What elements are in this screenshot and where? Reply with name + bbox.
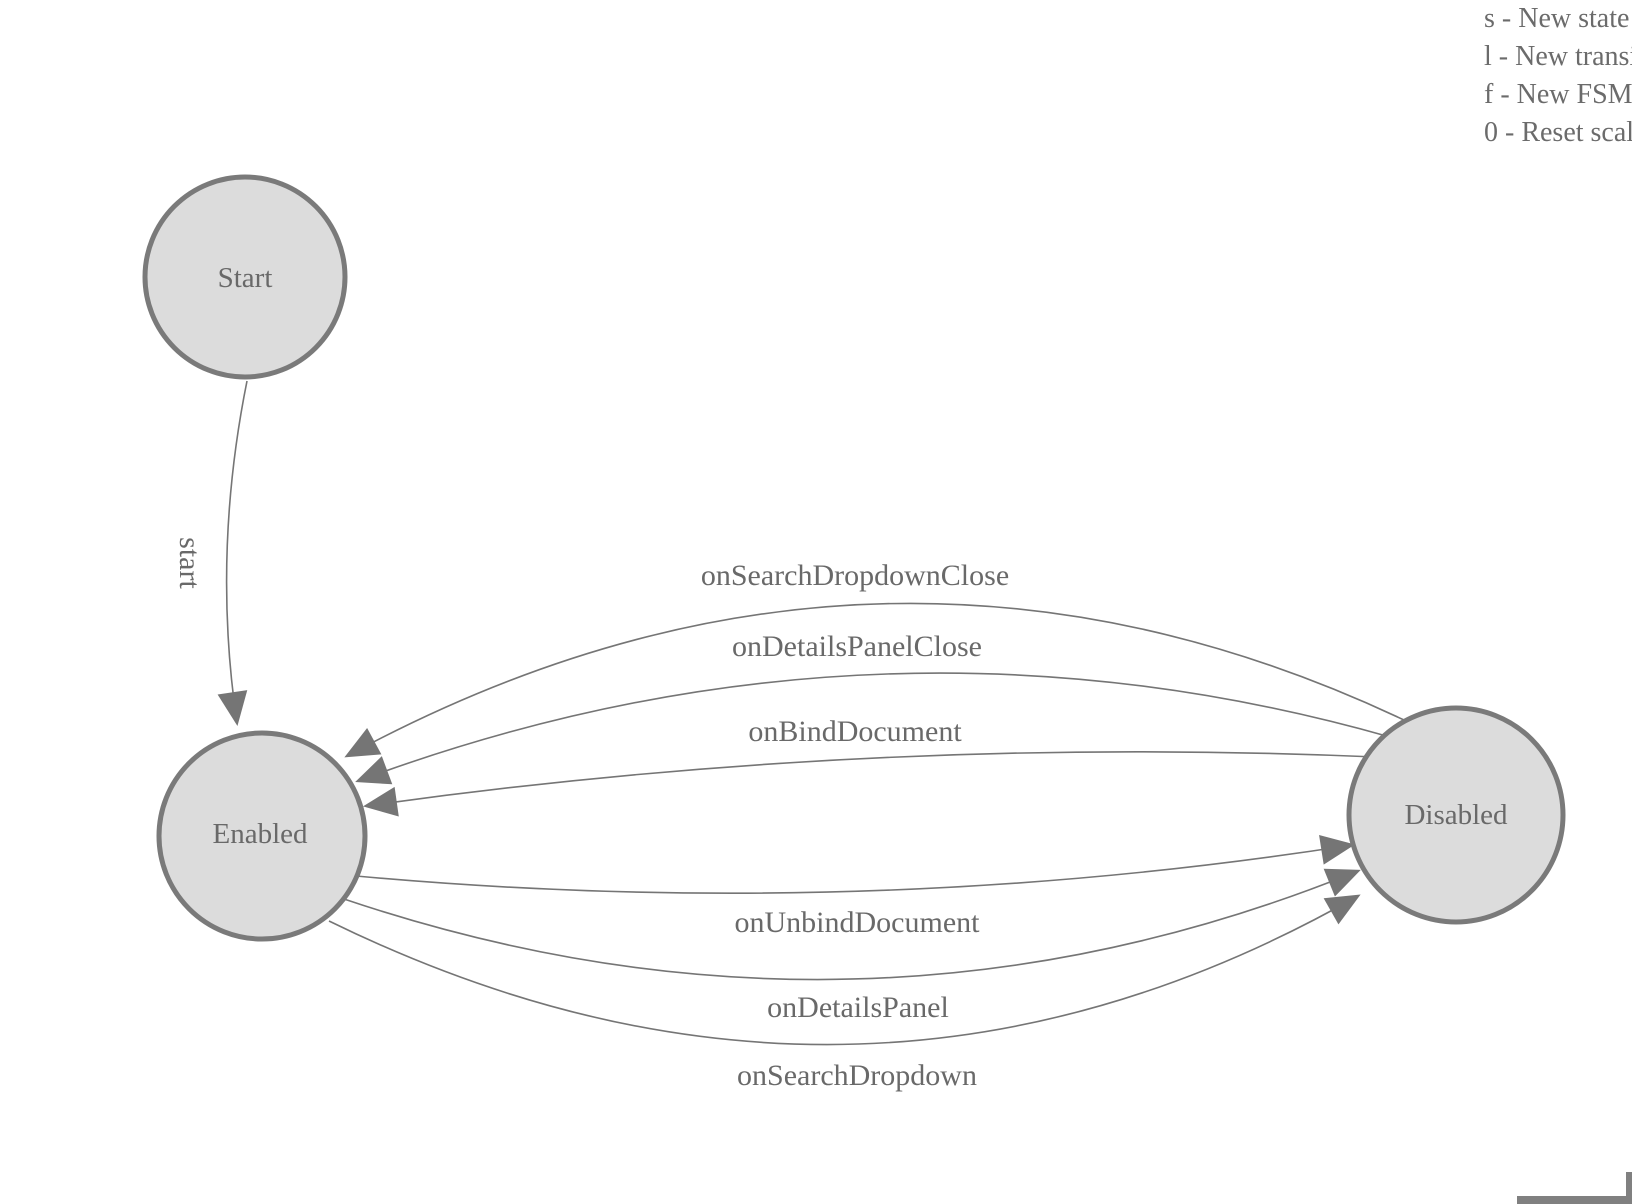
corner-mark-vertical <box>1626 1172 1632 1204</box>
legend-line-reset-scale: 0 - Reset scale <box>1484 117 1632 148</box>
transition-edge-onDetailsPanelClose[interactable] <box>355 672 1391 785</box>
transition-label-start: start <box>173 537 206 589</box>
transition-label-onDetailsPanel: onDetailsPanel <box>767 991 949 1024</box>
transition-edge-onUnbindDocument[interactable] <box>355 834 1355 895</box>
shortcut-legend: s - New state l - New transition f - New… <box>1484 0 1632 152</box>
corner-mark-horizontal <box>1517 1196 1632 1204</box>
state-label-start: Start <box>218 262 273 294</box>
transition-edge-start[interactable] <box>217 380 248 726</box>
transition-edge-onSearchDropdown[interactable] <box>328 894 1361 1046</box>
transition-label-onBindDocument: onBindDocument <box>748 715 962 748</box>
transition-edge-onDetailsPanel[interactable] <box>343 868 1361 981</box>
transition-label-onDetailsPanelClose: onDetailsPanelClose <box>732 630 982 663</box>
transition-edge-onBindDocument[interactable] <box>363 751 1377 817</box>
state-label-enabled: Enabled <box>212 818 308 850</box>
state-node-start[interactable] <box>142 174 348 380</box>
legend-line-new-transition: l - New transition <box>1484 41 1632 72</box>
legend-line-new-fsm: f - New FSM <box>1484 79 1632 110</box>
state-node-enabled[interactable] <box>156 730 368 942</box>
state-label-disabled: Disabled <box>1404 799 1508 831</box>
legend-line-new-state: s - New state <box>1484 3 1630 34</box>
state-node-disabled[interactable] <box>1346 705 1566 925</box>
transition-label-onUnbindDocument: onUnbindDocument <box>735 906 981 939</box>
transition-label-onSearchDropdownClose: onSearchDropdownClose <box>701 559 1009 592</box>
transition-edge-onSearchDropdownClose[interactable] <box>344 602 1405 758</box>
transition-label-onSearchDropdown: onSearchDropdown <box>737 1059 977 1092</box>
